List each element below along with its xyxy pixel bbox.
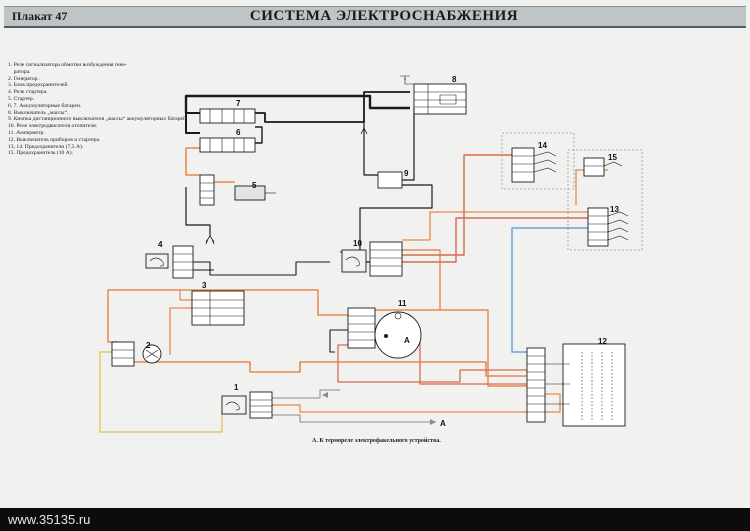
label-component-9: 9	[404, 169, 409, 178]
fuse-13-terminals	[587, 207, 609, 247]
wire-battery-link	[185, 112, 200, 134]
wire-yellow	[99, 351, 223, 433]
legend-item: 8. Выключатель „массы“.	[8, 109, 69, 116]
wire-battery-main	[184, 94, 410, 113]
label-component-8: 8	[452, 75, 457, 84]
legend-item: 1. Реле сигнализатора обмотки возбуждени…	[8, 62, 127, 68]
relay-1-coil	[221, 395, 247, 415]
label-point-a: A	[440, 419, 446, 428]
label-component-5: 5	[252, 181, 257, 190]
legend-item: 3. Блок предохранителей.	[8, 82, 69, 89]
wire-orange-fuses13	[402, 211, 588, 241]
legend-item: 9. Кнопка дистанционного выключателя „ма…	[8, 116, 188, 123]
legend-item: ратора.	[8, 68, 31, 75]
generator-2-terminals	[111, 341, 135, 367]
wire-blue	[511, 227, 588, 353]
label-component-2: 2	[146, 341, 151, 350]
legend-item: 11. Амперметр.	[8, 129, 45, 136]
wire-relay-8	[402, 108, 415, 181]
label-component-11: 11	[398, 299, 407, 308]
label-component-15: 15	[608, 153, 617, 162]
relay-4-coil	[145, 253, 169, 269]
wire-to-thermorelay	[272, 414, 436, 423]
poster-number: Плакат 47	[12, 9, 68, 23]
label-component-1: 1	[234, 383, 239, 392]
wire-red-fuse14	[402, 154, 512, 256]
relay-10-coil	[341, 249, 367, 273]
legend-item: 10. Реле электродвигателя отопителя.	[8, 123, 98, 130]
switch-12-body	[562, 343, 626, 427]
wire-button-9	[363, 122, 378, 176]
switch-12-terminals	[526, 347, 546, 423]
wire-orange-switch	[440, 309, 527, 387]
label-component-4: 4	[158, 240, 163, 249]
label-component-3: 3	[202, 281, 207, 290]
legend-item: 2. Генератор.	[8, 75, 39, 82]
ammeter-symbol: A	[404, 336, 410, 345]
fuse-13-enclosure	[567, 149, 643, 251]
poster-header: Плакат 47 СИСТЕМА ЭЛЕКТРОСНАБЖЕНИЯ	[4, 6, 746, 28]
legend-item: 5. Стартер.	[8, 95, 35, 102]
starter-5-terminals	[199, 174, 215, 206]
battery-6-block	[199, 137, 256, 153]
starter-5-body	[234, 185, 266, 201]
wire-orange-main	[107, 289, 348, 343]
label-component-13: 13	[610, 205, 619, 214]
legend-item: 4. Реле стартера.	[8, 89, 48, 96]
wire-orange-lower	[272, 393, 561, 413]
button-9-block	[377, 171, 403, 189]
relay-10-block	[369, 241, 403, 277]
label-component-14: 14	[538, 141, 547, 150]
ammeter-11-terminals	[347, 307, 376, 349]
mass-switch-8-block	[413, 83, 467, 115]
fuse-14-enclosure	[501, 132, 575, 190]
wire-orange-fuse	[179, 290, 192, 301]
wire-battery-return	[255, 91, 410, 123]
legend-item: 6, 7. Аккумуляторные батареи.	[8, 102, 82, 109]
website-watermark: www.35135.ru	[8, 512, 91, 527]
wire-orange-generator	[132, 361, 527, 377]
fuse-14-terminals	[511, 147, 535, 183]
diagram-footnote: А. К термореле электрофакельного устройс…	[312, 438, 441, 444]
wire-starter-relay	[185, 187, 211, 236]
poster-sheet: Плакат 47 СИСТЕМА ЭЛЕКТРОСНАБЖЕНИЯ 1. Ре…	[0, 0, 750, 508]
wire-ground-short	[255, 126, 263, 144]
label-component-6: 6	[236, 128, 241, 137]
label-component-7: 7	[236, 99, 241, 108]
wire-orange-ammeter	[375, 249, 441, 311]
wire-red-ammeter	[337, 344, 527, 383]
component-legend: 1. Реле сигнализатора обмотки возбуждени…	[8, 62, 188, 157]
wire-generator-relay	[270, 389, 340, 399]
legend-item: 12. Выключатель приборов и стартера.	[8, 136, 101, 143]
wire-orange-fuse-b	[169, 307, 192, 355]
legend-item: 15. Предохранитель (10 А).	[8, 150, 74, 157]
relay-1-block	[249, 391, 273, 419]
fuse-15-terminals	[583, 157, 605, 177]
label-component-10: 10	[353, 239, 362, 248]
ammeter-11-dial	[374, 311, 422, 359]
battery-7-block	[199, 108, 256, 124]
wire-ammeter-ground	[329, 329, 348, 353]
label-component-12: 12	[598, 337, 607, 346]
legend-item: 13, 14. Предохранители (7,5 А).	[8, 143, 84, 150]
poster-title: СИСТЕМА ЭЛЕКТРОСНАБЖЕНИЯ	[249, 8, 519, 24]
wire-relay4-out	[193, 261, 330, 276]
wiring-diagram: 7 6 8 5 9 4 3 10 11 2 1 12 13 14 15 A A	[99, 75, 643, 433]
wire-orange-battery	[185, 147, 200, 176]
wire-red-main	[402, 217, 588, 263]
